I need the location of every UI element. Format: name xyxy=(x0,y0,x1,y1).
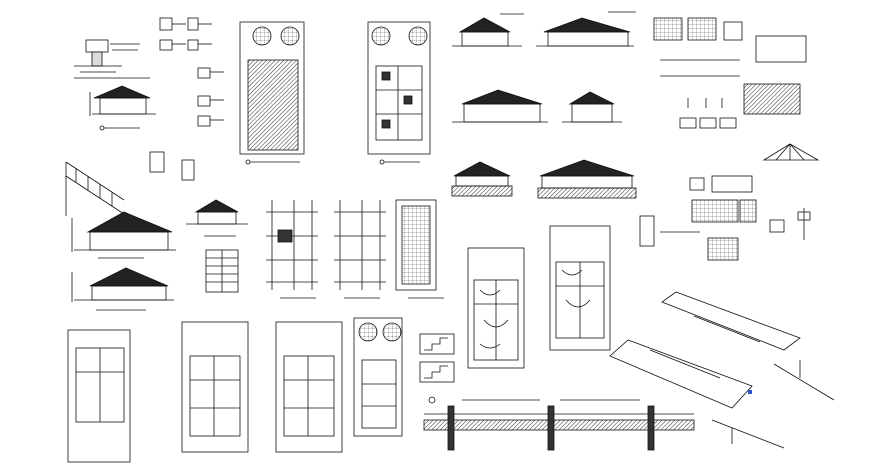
stair-details-small xyxy=(419,333,455,404)
side-elevation-large xyxy=(71,211,176,259)
electrical-plan xyxy=(467,247,525,369)
rear-elevation-large xyxy=(71,267,174,311)
stair-detail xyxy=(65,151,195,216)
elevation-row-1 xyxy=(452,11,636,47)
plumbing-plan xyxy=(549,225,611,351)
wall-section-detail xyxy=(74,39,150,79)
blue-marker xyxy=(748,390,752,394)
detail-cluster-right xyxy=(653,17,807,129)
beam-grid-plan xyxy=(334,200,386,299)
roof-truss xyxy=(762,143,820,161)
section-hatched xyxy=(451,159,637,199)
foundation-plan xyxy=(266,200,318,299)
small-elevation-mid xyxy=(186,199,248,237)
detail-cluster-mid-right xyxy=(639,175,811,261)
roof-framing-plan xyxy=(395,199,444,299)
bottom-plans xyxy=(67,317,403,463)
footing-details xyxy=(159,17,224,127)
site-plan-hatched xyxy=(239,21,305,165)
beam-elevation-long xyxy=(423,399,695,451)
elevation-row-2 xyxy=(452,89,622,123)
column-schedule xyxy=(205,249,239,293)
isometric-plumbing xyxy=(609,291,835,449)
ground-floor-plan-ornate xyxy=(367,21,431,165)
front-elevation-small xyxy=(89,85,156,131)
